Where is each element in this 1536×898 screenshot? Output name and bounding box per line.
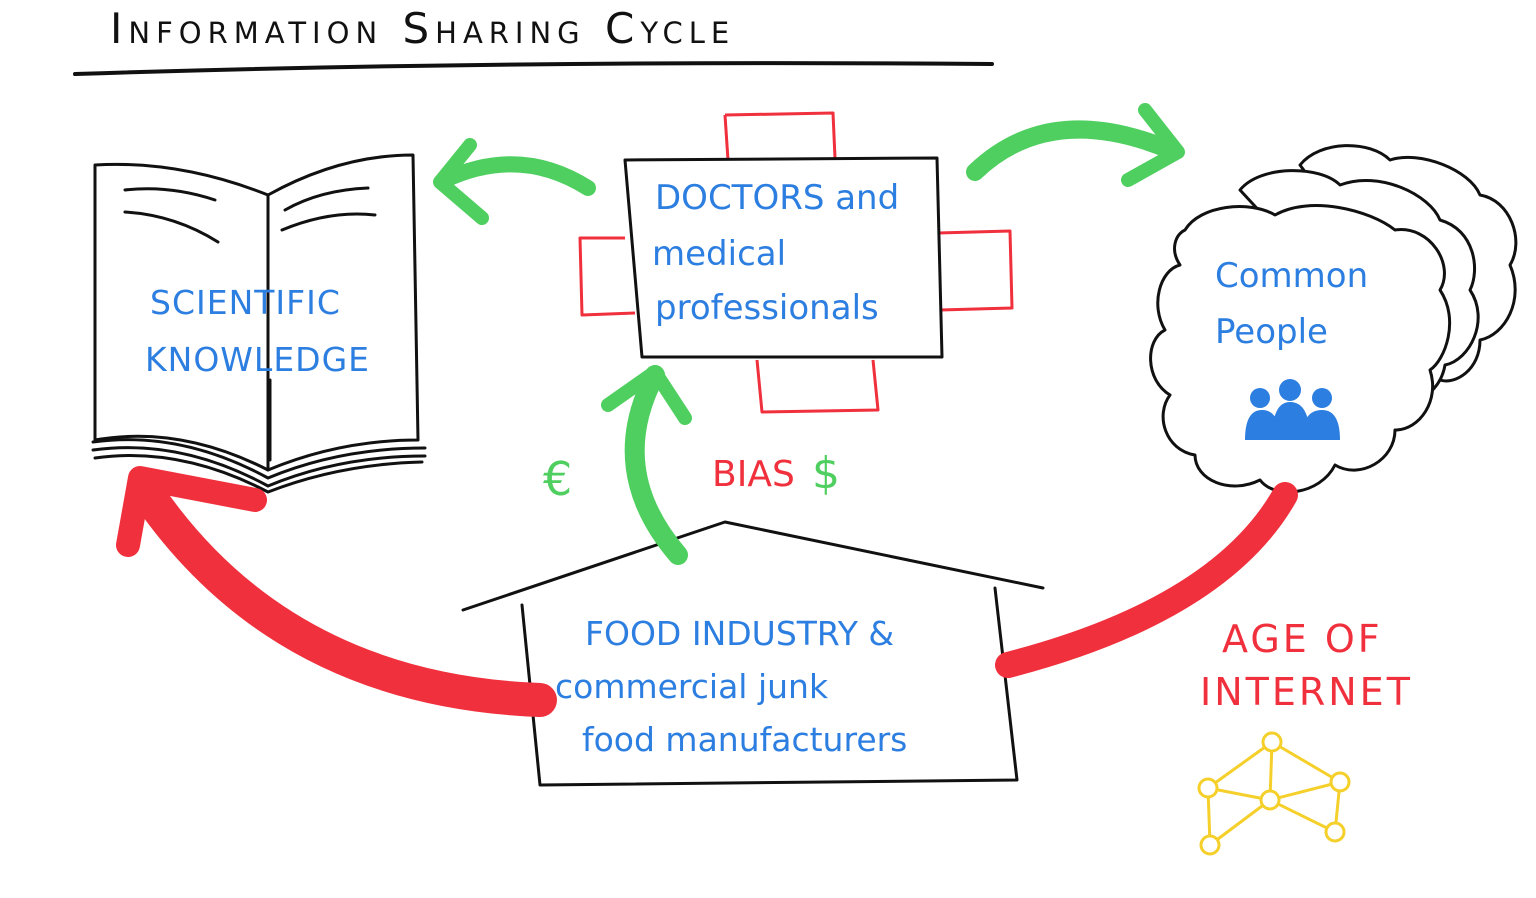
knowledge-label-line1: SCIENTIFIC bbox=[150, 283, 341, 322]
industry-label-line3: food manufacturers bbox=[582, 720, 908, 759]
doctors-label-line2: medical bbox=[652, 234, 787, 274]
euro-sign: € bbox=[543, 452, 573, 506]
dollar-sign: $ bbox=[812, 448, 840, 499]
arrow-industry-to-knowledge bbox=[128, 473, 557, 717]
open-book-icon bbox=[91, 153, 427, 494]
arrow-doctors-to-people bbox=[966, 120, 1179, 181]
doctors-label-line3: professionals bbox=[655, 288, 879, 328]
people-label-line1: Common bbox=[1215, 256, 1369, 296]
people-label-line2: People bbox=[1215, 312, 1328, 352]
bias-label: BIAS bbox=[712, 454, 795, 495]
arrow-industry-to-doctors bbox=[624, 365, 688, 565]
title-underline bbox=[73, 61, 994, 76]
knowledge-label-line2: KNOWLEDGE bbox=[145, 340, 370, 379]
green-arrows bbox=[433, 103, 1185, 565]
internet-label-line1: AGE OF bbox=[1222, 617, 1383, 661]
red-arrows bbox=[116, 466, 1298, 717]
doctors-label-line1: DOCTORS and bbox=[655, 178, 900, 218]
network-nodes-icon bbox=[1197, 731, 1351, 856]
table-with-chairs-icon bbox=[578, 111, 1014, 414]
industry-label-line1: FOOD INDUSTRY & bbox=[585, 614, 895, 653]
internet-label-line2: INTERNET bbox=[1200, 670, 1413, 714]
diagram-title: Information Sharing Cycle bbox=[110, 4, 736, 53]
thought-cloud-icon bbox=[1149, 144, 1518, 494]
arrow-doctors-to-knowledge bbox=[437, 156, 596, 196]
industry-label-line2: commercial junk bbox=[555, 667, 829, 706]
people-group-icon bbox=[1245, 379, 1340, 440]
arrow-people-to-industry bbox=[995, 482, 1298, 678]
